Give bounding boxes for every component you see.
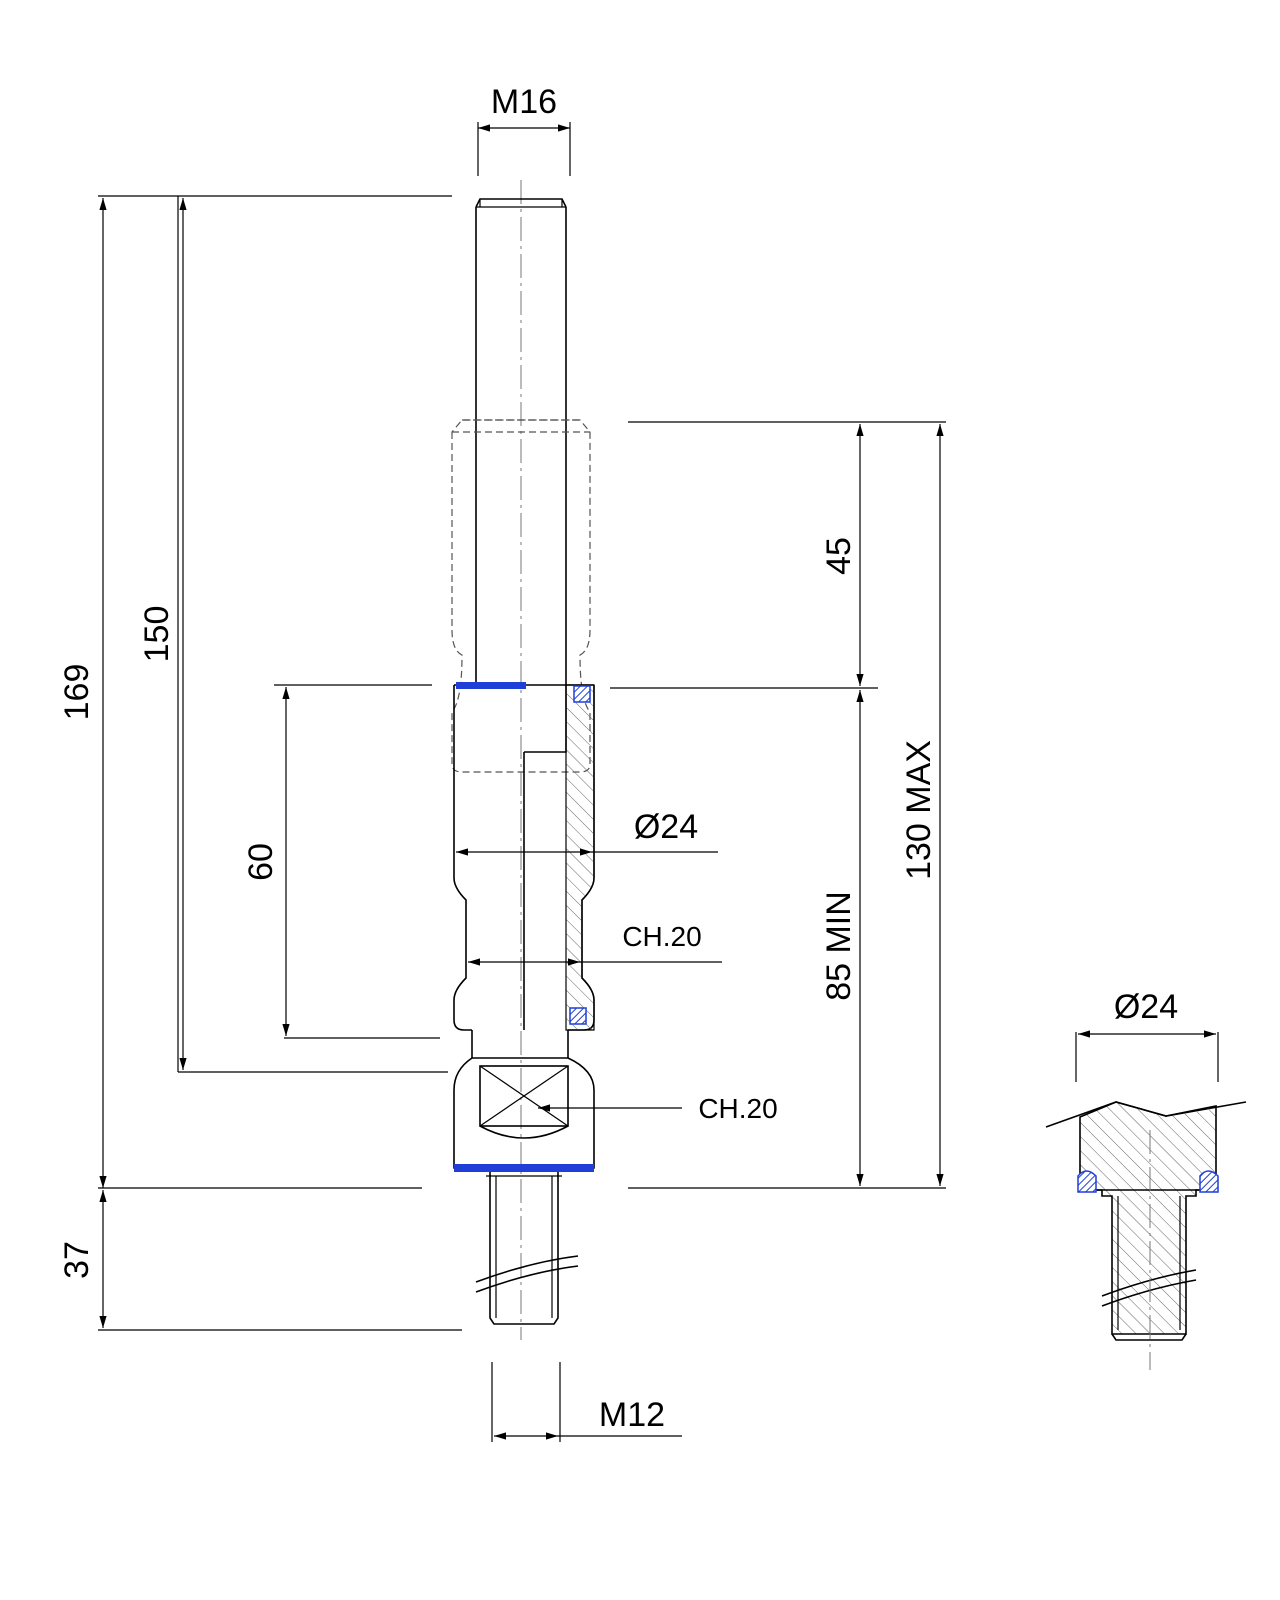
hidden-sleeve <box>451 419 591 773</box>
dim-dia24: Ø24 <box>456 808 718 856</box>
section-hatch <box>565 684 595 1031</box>
dim-45-label: 45 <box>820 537 858 575</box>
dim-85min-label: 85 MIN <box>820 891 858 1001</box>
upper-shaft <box>475 198 567 685</box>
dim-m16: M16 <box>477 83 571 176</box>
dim-169: 169 <box>58 195 462 1331</box>
seal-bottom-section <box>569 1007 587 1025</box>
seal-band-bottom <box>454 1164 594 1172</box>
dim-m16-label: M16 <box>491 83 557 121</box>
dim-ch20-flats: CH.20 <box>468 921 722 966</box>
dim-45: 45 <box>610 421 946 689</box>
dim-60-label: 60 <box>242 843 280 881</box>
lower-shaft <box>475 1172 579 1325</box>
dim-60: 60 <box>242 684 440 1039</box>
dim-37-label: 37 <box>58 1241 96 1279</box>
dim-dia24-label: Ø24 <box>634 808 698 846</box>
detail-view: Ø24 <box>1045 988 1247 1370</box>
dim-130max: 130 MAX <box>900 424 944 1186</box>
detail-seal-left <box>1077 1170 1097 1193</box>
dim-150-label: 150 <box>138 606 176 663</box>
detail-seal-right <box>1199 1170 1219 1193</box>
dim-m12: M12 <box>491 1362 682 1442</box>
dim-ch20-flats-label: CH.20 <box>622 921 701 952</box>
main-body <box>453 682 595 1059</box>
dim-ch20-hex-label: CH.20 <box>698 1093 777 1124</box>
detail-dia24-label: Ø24 <box>1114 988 1178 1026</box>
seal-band-top <box>456 682 526 689</box>
dim-ch20-hex: CH.20 <box>538 1093 778 1124</box>
dim-150: 150 <box>138 196 448 1073</box>
main-view: M16 169 150 60 37 <box>58 83 946 1442</box>
dim-85min: 85 MIN <box>628 690 946 1189</box>
dim-37: 37 <box>58 1187 422 1328</box>
dim-130max-label: 130 MAX <box>900 740 938 880</box>
detail-section <box>1079 1101 1217 1335</box>
dim-m12-label: M12 <box>599 1396 665 1434</box>
seal-top-section <box>573 685 591 703</box>
dim-169-label: 169 <box>58 664 96 721</box>
hex-head <box>453 1057 595 1172</box>
